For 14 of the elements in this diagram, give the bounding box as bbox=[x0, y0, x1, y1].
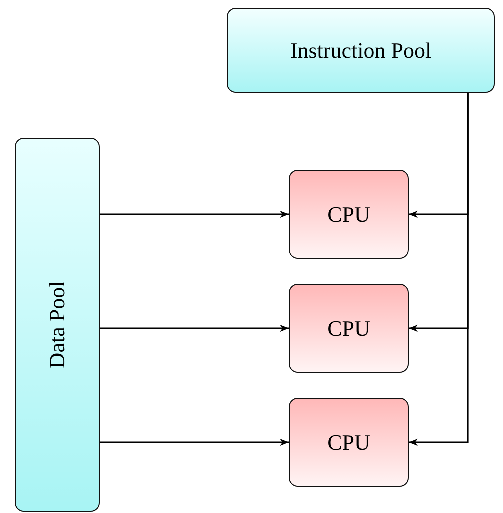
arrow bbox=[409, 93, 469, 446]
arrow bbox=[100, 324, 289, 332]
node-label: CPU bbox=[328, 202, 370, 228]
arrow bbox=[100, 210, 289, 218]
cpu-box bbox=[289, 284, 409, 373]
data-pool-box bbox=[15, 138, 100, 512]
cpu-box bbox=[289, 398, 409, 487]
cpu-box bbox=[289, 170, 409, 259]
node-label: CPU bbox=[328, 316, 370, 342]
node-label: CPU bbox=[328, 430, 370, 456]
node-label: Data Pool bbox=[44, 281, 70, 369]
node-label: Instruction Pool bbox=[290, 38, 432, 64]
instruction-pool-box bbox=[227, 8, 495, 93]
arrow bbox=[100, 438, 289, 446]
